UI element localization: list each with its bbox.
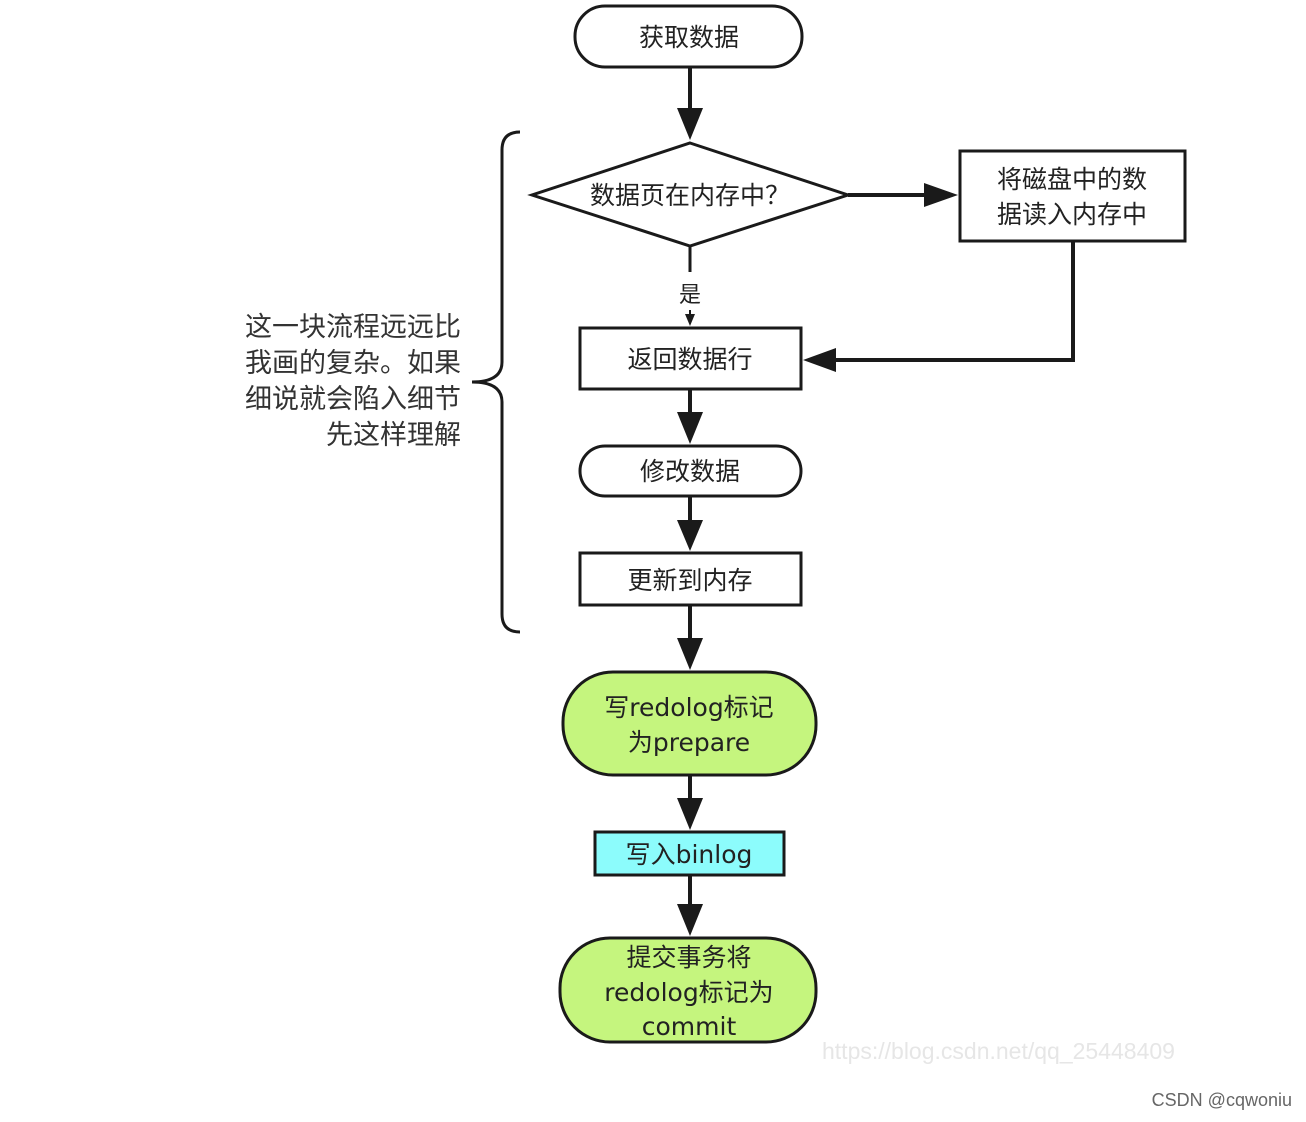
node-write-binlog [593, 830, 786, 877]
node-update-memory [578, 551, 803, 607]
arrowhead-icon [685, 314, 695, 326]
brace-icon [471, 130, 521, 634]
node-read-disk-label-line1: 将磁盘中的数 [997, 165, 1147, 194]
note-line-2: 我画的复杂。如果 [245, 348, 461, 379]
author-credit: CSDN @cqwoniu [1151, 1090, 1292, 1110]
arrowhead-icon [924, 183, 958, 207]
arrowhead-icon [677, 108, 703, 140]
node-get-data [573, 4, 804, 69]
node-redolog-prepare-label-line1: 写redolog标记 [604, 693, 773, 722]
note-line-4: 先这样理解 [326, 420, 461, 451]
edge-label-yes: 是 [679, 283, 701, 308]
node-update-memory-label: 更新到内存 [627, 566, 752, 595]
node-read-disk [958, 149, 1187, 243]
node-modify-data [578, 444, 803, 498]
node-write-binlog-label: 写入binlog [626, 840, 753, 869]
node-read-disk-label-line2: 据读入内存中 [997, 200, 1147, 229]
node-return-row-label: 返回数据行 [627, 345, 752, 374]
node-modify-data-label: 修改数据 [640, 457, 740, 486]
arrowhead-icon [677, 520, 703, 551]
watermark-url: https://blog.csdn.net/qq_25448409 [822, 1038, 1175, 1064]
arrowhead-icon [677, 638, 703, 670]
node-commit-label-line1: 提交事务将 [626, 943, 751, 972]
arrowhead-icon [803, 348, 836, 372]
arrowhead-icon [677, 412, 703, 444]
node-in-memory-check [527, 141, 853, 248]
node-get-data-label: 获取数据 [639, 23, 739, 52]
note-line-3: 细说就会陷入细节 [245, 384, 461, 415]
arrowhead-icon [677, 798, 703, 830]
node-commit [558, 936, 818, 1044]
node-commit-label-line3: commit [642, 1012, 737, 1041]
node-commit-label-line2: redolog标记为 [604, 978, 773, 1007]
edge-read-disk-to-return-row [834, 241, 1075, 362]
note-line-1: 这一块流程远远比 [245, 312, 461, 343]
node-in-memory-check-label: 数据页在内存中？ [590, 181, 790, 210]
node-redolog-prepare [561, 670, 818, 777]
node-redolog-prepare-label-line2: 为prepare [628, 728, 750, 757]
node-return-row [578, 326, 803, 391]
arrowhead-icon [677, 904, 703, 936]
